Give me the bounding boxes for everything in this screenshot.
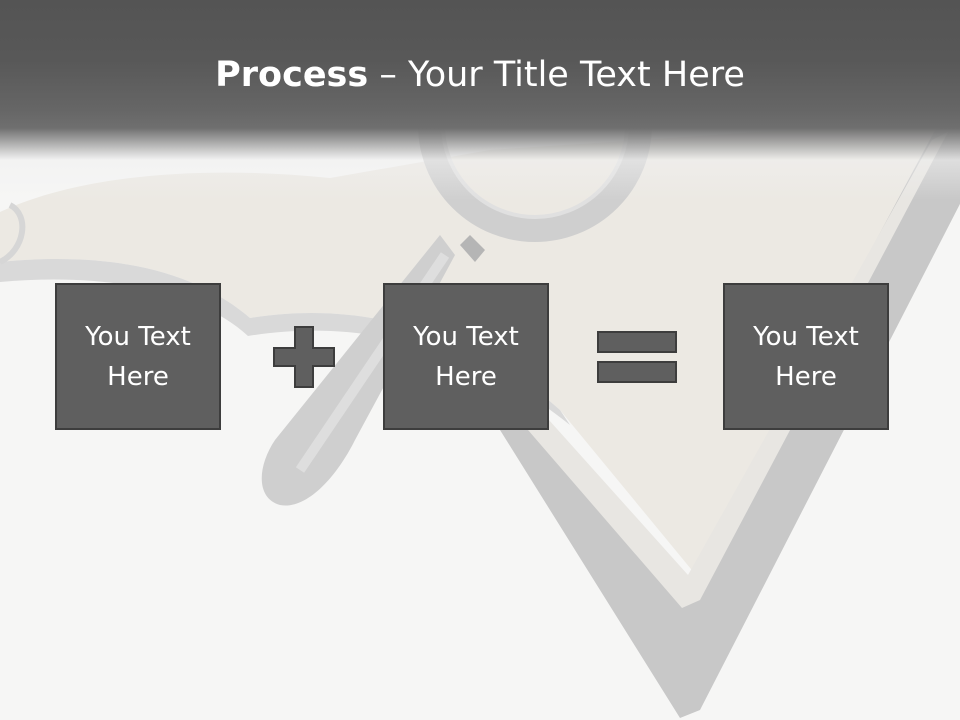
process-box-1[interactable]: You Text Here [55, 283, 221, 430]
process-box-3-text: You Text Here [753, 321, 859, 392]
process-box-2[interactable]: You Text Here [383, 283, 549, 430]
process-box-2-text: You Text Here [413, 321, 519, 392]
process-box-3[interactable]: You Text Here [723, 283, 889, 430]
process-box-1-text: You Text Here [85, 321, 191, 392]
title-bold-part: Process [215, 55, 369, 95]
equals-icon [597, 331, 677, 383]
slide-title: Process – Your Title Text Here [0, 52, 960, 98]
title-dash: – [368, 55, 408, 95]
header-band [0, 0, 960, 200]
plus-icon [273, 326, 335, 388]
open-book-illustration [0, 120, 940, 580]
title-rest: Your Title Text Here [407, 55, 745, 95]
check-mark-illustration [500, 118, 960, 718]
